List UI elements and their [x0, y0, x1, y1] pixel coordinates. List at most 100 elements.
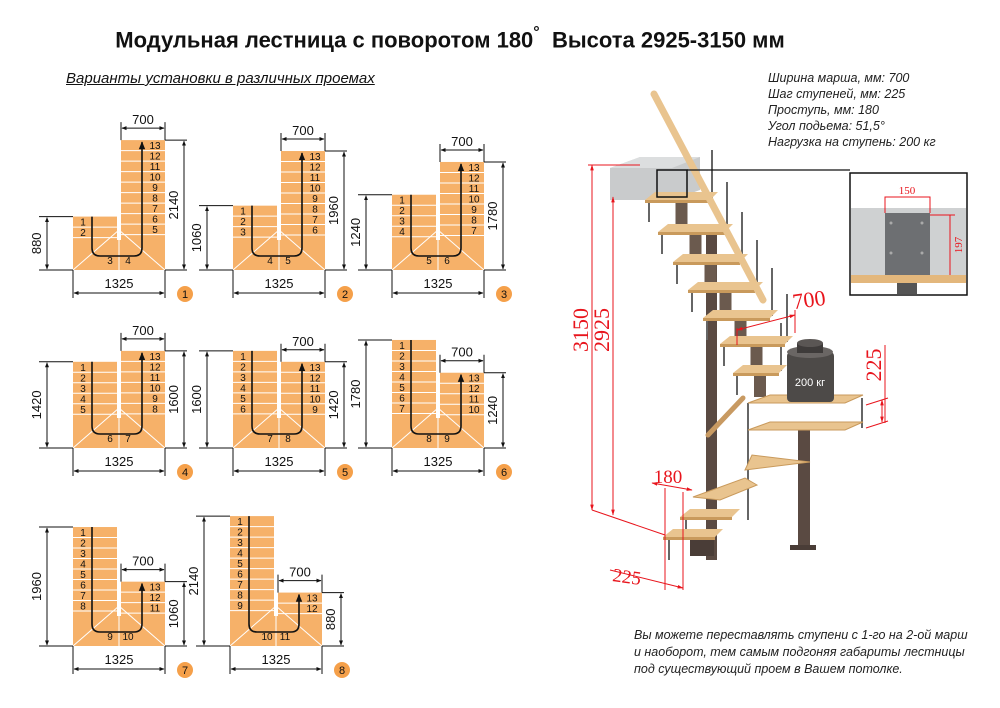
- inset-height-label: 197: [953, 236, 965, 253]
- left-height-label: 1780: [348, 380, 363, 409]
- step-number: 5: [80, 405, 86, 416]
- variant-number: 7: [182, 665, 188, 677]
- step-number: 12: [149, 362, 161, 373]
- step-number: 1: [80, 363, 86, 374]
- step-number: 6: [399, 393, 405, 404]
- step-number: 1: [240, 352, 246, 363]
- step-number: 2: [80, 539, 86, 550]
- overall-width-label: 1325: [424, 276, 453, 291]
- rearrange-note: Вы можете переставлять ступени с 1-го на…: [634, 627, 968, 678]
- winder-tread: [747, 421, 864, 431]
- flight-width-label: 700: [132, 323, 154, 338]
- step-number: 12: [309, 373, 321, 384]
- overall-width-label: 1325: [262, 652, 291, 667]
- right-height-label: 1060: [166, 599, 181, 628]
- walk-direction-arrow: [410, 339, 465, 435]
- tread-edge: [658, 232, 725, 235]
- left-height-label: 2140: [186, 567, 201, 596]
- step-number: 13: [309, 152, 321, 163]
- step-number: 2: [399, 206, 405, 217]
- left-height-label: 1420: [29, 390, 44, 419]
- step-number: 5: [152, 225, 158, 236]
- step-number: 4: [399, 372, 405, 383]
- variant-badge: [496, 464, 512, 480]
- right-height-label: 1240: [485, 396, 500, 425]
- flight-width-label: 700: [289, 565, 311, 580]
- variant-number: 1: [182, 289, 188, 301]
- overall-width-label: 1325: [265, 276, 294, 291]
- step-number: 7: [312, 215, 318, 226]
- step-number: 13: [149, 583, 161, 594]
- step-number: 2: [80, 373, 86, 384]
- column-base: [790, 545, 816, 550]
- step-number: 1: [399, 196, 405, 207]
- overall-width-label: 1325: [105, 454, 134, 469]
- step-number: 2: [240, 217, 246, 228]
- tread: [673, 254, 748, 262]
- overall-width-label: 1325: [265, 454, 294, 469]
- weight-label: 200 кг: [795, 377, 825, 389]
- variant-number: 6: [501, 467, 507, 479]
- walk-direction-arrow: [410, 163, 465, 257]
- step-number: 4: [80, 394, 86, 405]
- step-number: 4: [240, 383, 246, 394]
- step-number: 3: [107, 256, 113, 267]
- winder-divider: [232, 229, 280, 271]
- right-height-label: 1960: [326, 196, 341, 225]
- specifications: Ширина марша, мм: 700 Шаг ступеней, мм: …: [768, 70, 936, 150]
- step-number: 8: [426, 434, 432, 445]
- step-number: 1: [399, 341, 405, 352]
- step-number: 9: [152, 183, 158, 194]
- walk-direction-arrow: [251, 152, 306, 257]
- step-number: 11: [150, 162, 161, 173]
- step-number: 11: [150, 373, 161, 384]
- step-number: 9: [444, 434, 450, 445]
- step-number: 8: [312, 205, 318, 216]
- step-number: 6: [152, 215, 158, 226]
- variant-badge: [496, 286, 512, 302]
- right-height-label: 1600: [166, 385, 181, 414]
- tread-edge: [673, 262, 740, 265]
- step-number: 10: [149, 383, 161, 394]
- step-number: 9: [312, 194, 318, 205]
- support-column: [706, 230, 717, 560]
- step-number: 3: [240, 228, 246, 239]
- step-number: 13: [149, 352, 161, 363]
- title-main: Модульная лестница с поворотом 180: [115, 27, 534, 53]
- tread: [680, 509, 740, 517]
- detail-inset: 150 197: [849, 172, 968, 296]
- stringer-block: [750, 346, 763, 368]
- tread: [688, 282, 763, 290]
- step-number: 13: [309, 363, 321, 374]
- step-number: 8: [152, 194, 158, 205]
- stringer-block: [675, 202, 688, 224]
- step-number: 4: [267, 256, 273, 267]
- step-number: 5: [399, 383, 405, 394]
- step-number: 12: [149, 152, 161, 163]
- step-number: 11: [310, 173, 321, 184]
- lower-handrail: [705, 395, 746, 438]
- height-max-label: 3150: [568, 308, 593, 352]
- inset-width-label: 150: [899, 185, 916, 197]
- tread: [663, 529, 723, 537]
- flight-width-label: 700: [132, 554, 154, 569]
- step-number: 13: [468, 374, 480, 385]
- overall-width-label: 1325: [424, 454, 453, 469]
- step-number: 12: [468, 384, 480, 395]
- step-number: 3: [80, 384, 86, 395]
- flight-width-label: 700: [292, 334, 314, 349]
- winder-divider: [72, 407, 120, 449]
- step-number: 1: [240, 207, 246, 218]
- step-number: 2: [237, 528, 243, 539]
- spec-march-width: Ширина марша, мм: 700: [768, 71, 910, 85]
- step-number: 11: [150, 604, 161, 615]
- step-number: 7: [267, 434, 273, 445]
- variant-badge: [337, 286, 353, 302]
- left-height-label: 880: [29, 232, 44, 254]
- winder-divider: [391, 229, 439, 271]
- winder-divider: [232, 407, 280, 449]
